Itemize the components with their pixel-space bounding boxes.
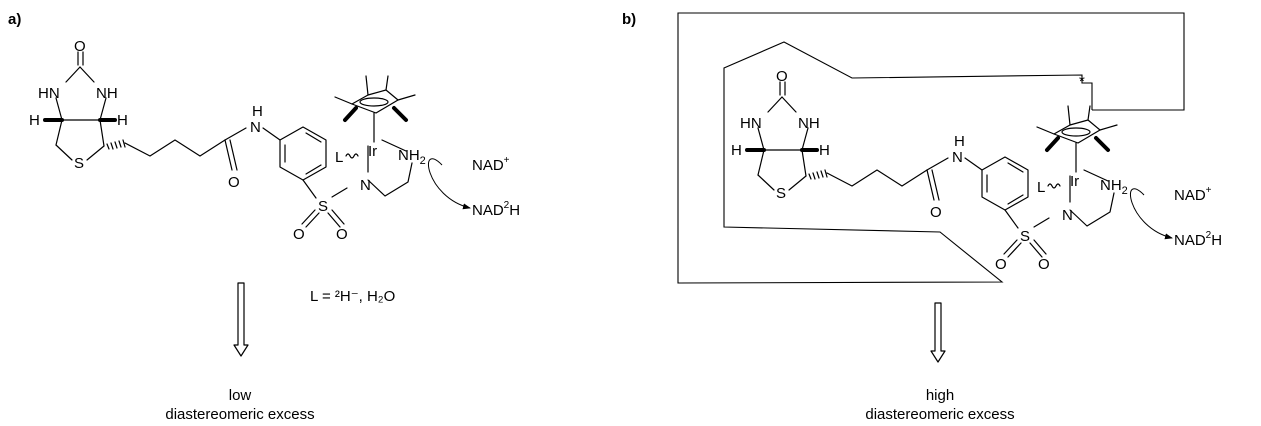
panel-b-reactant: NAD+ xyxy=(1174,185,1212,204)
sulfonyl-oxygen-right: O xyxy=(336,226,348,243)
panel-a: a) O HN NH H H S N H O S O O Ir L N NH2 … xyxy=(8,11,520,423)
urea-n-right: NH xyxy=(798,115,820,132)
amine-nh2: NH2 xyxy=(1100,177,1128,197)
panel-a-product: NAD2H xyxy=(472,200,520,219)
panel-b-outcome-line1: high xyxy=(926,387,954,404)
panel-a-reactant: NAD+ xyxy=(472,155,510,174)
amide-oxygen: O xyxy=(228,174,240,191)
sulfonyl-sulfur: S xyxy=(1020,228,1030,245)
carbonyl-oxygen: O xyxy=(776,68,788,85)
iridium: Ir xyxy=(1070,173,1079,190)
panel-a-down-arrow xyxy=(233,282,249,357)
ligand-l: L xyxy=(1037,179,1045,196)
mutation-site-marker: * xyxy=(1079,73,1085,90)
ligand-definition: L = ²H⁻, H₂O xyxy=(310,288,395,305)
bridgehead-h-left: H xyxy=(731,142,742,159)
sulfonyl-oxygen-right: O xyxy=(1038,256,1050,273)
panel-b-molecule: O HN NH H H S N H O S O O Ir L N NH2 xyxy=(731,68,1172,273)
sulfonyl-sulfur: S xyxy=(318,198,328,215)
amide-hydrogen: H xyxy=(954,133,965,150)
amide-hydrogen: H xyxy=(252,103,263,120)
sulfonamide-nitrogen: N xyxy=(1062,207,1073,224)
urea-n-left: HN xyxy=(38,85,60,102)
panel-b: b) * O HN NH H H S N H O S O O Ir L N NH… xyxy=(622,11,1222,423)
panel-a-label: a) xyxy=(8,11,21,28)
carbonyl-oxygen: O xyxy=(74,38,86,55)
panel-b-down-arrow xyxy=(930,302,946,363)
panel-a-outcome-line1: low xyxy=(229,387,252,404)
amine-nh2: NH2 xyxy=(398,147,426,167)
amide-nitrogen: N xyxy=(250,119,261,136)
panel-a-molecule: O HN NH H H S N H O S O O Ir L N NH2 xyxy=(29,38,470,243)
sulfonamide-nitrogen: N xyxy=(360,177,371,194)
bridgehead-h-right: H xyxy=(819,142,830,159)
panel-b-label: b) xyxy=(622,11,636,28)
panel-b-product: NAD2H xyxy=(1174,230,1222,249)
thiophane-sulfur: S xyxy=(776,185,786,202)
amide-oxygen: O xyxy=(930,204,942,221)
panel-a-outcome-line2: diastereomeric excess xyxy=(165,406,314,423)
sulfonyl-oxygen-left: O xyxy=(293,226,305,243)
bridgehead-h-left: H xyxy=(29,112,40,129)
iridium: Ir xyxy=(368,143,377,160)
bridgehead-h-right: H xyxy=(117,112,128,129)
protein-cage-outline xyxy=(677,12,1185,284)
urea-n-left: HN xyxy=(740,115,762,132)
panel-b-outcome-line2: diastereomeric excess xyxy=(865,406,1014,423)
amide-nitrogen: N xyxy=(952,149,963,166)
thiophane-sulfur: S xyxy=(74,155,84,172)
urea-n-right: NH xyxy=(96,85,118,102)
sulfonyl-oxygen-left: O xyxy=(995,256,1007,273)
ligand-l: L xyxy=(335,149,343,166)
